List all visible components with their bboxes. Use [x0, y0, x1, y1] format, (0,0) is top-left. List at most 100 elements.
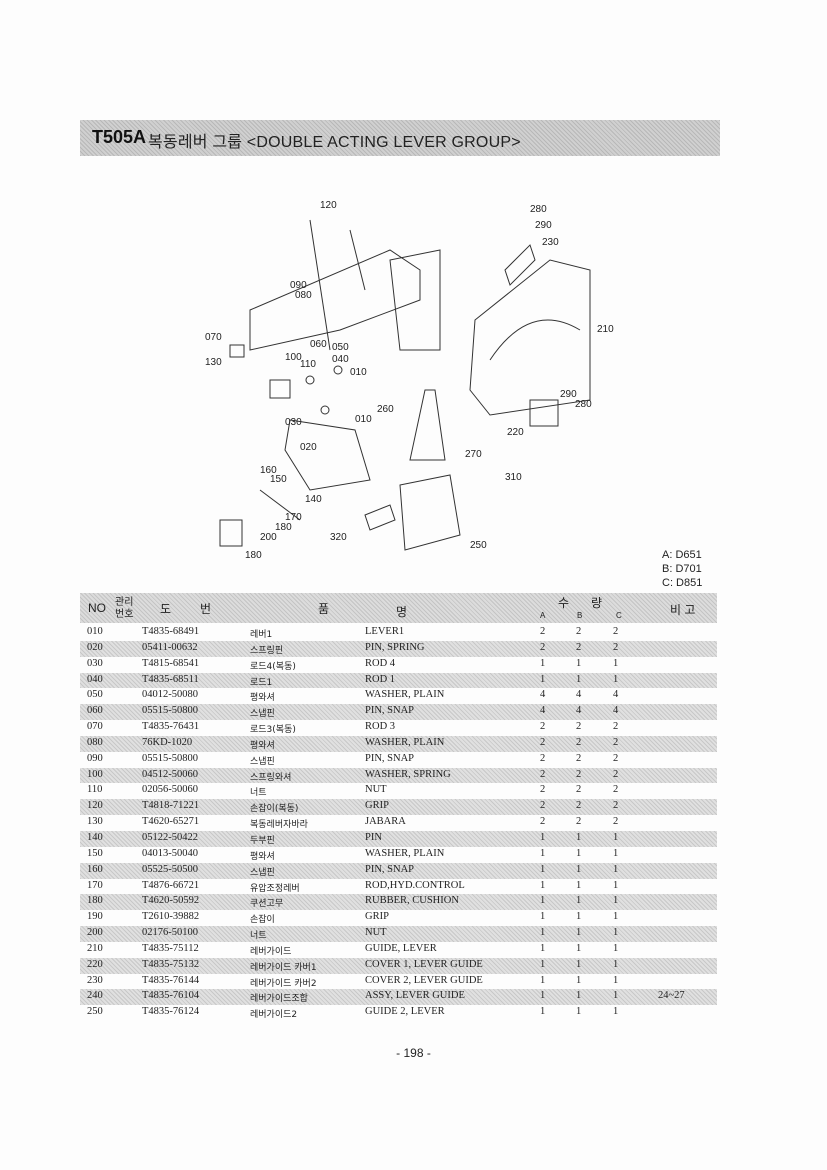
- cell-qty-b: 2: [576, 768, 582, 780]
- cell-name-korean: 레버가이드: [250, 946, 292, 957]
- cell-name-korean: 두부핀: [250, 835, 275, 846]
- header-name-2: 명: [396, 605, 408, 619]
- table-row: 050 04012-50080 평와셔 WASHER, PLAIN 4 4 4: [80, 688, 720, 704]
- cell-no: 150: [87, 847, 103, 859]
- cell-part-number: T4835-68491: [142, 626, 200, 637]
- cell-qty-c: 2: [613, 752, 619, 764]
- parts-table-body: 010 T4835-68491 레버1 LEVER1 2 2 2 020 054…: [80, 625, 720, 1021]
- cell-part-number: 05122-50422: [142, 831, 198, 843]
- cell-name-korean: 스냅핀: [250, 867, 275, 878]
- cell-qty-a: 4: [540, 705, 546, 717]
- cell-no: 140: [87, 831, 103, 843]
- cell-no: 060: [87, 705, 103, 717]
- cell-qty-b: 2: [576, 721, 582, 733]
- cell-qty-b: 1: [576, 879, 582, 891]
- cell-name-english: NUT: [365, 784, 387, 796]
- cell-qty-c: 1: [613, 942, 619, 954]
- cell-part-number: T4818-71221: [142, 800, 200, 812]
- cell-name-korean: 레버1: [250, 630, 273, 640]
- table-row: 080 76KD-1020 평와셔 WASHER, PLAIN 2 2 2: [80, 735, 717, 752]
- svg-text:050: 050: [332, 342, 349, 353]
- table-row: 020 05411-00632 스프링핀 PIN, SPRING 2 2 2: [80, 640, 717, 657]
- cell-name-english: WASHER, PLAIN: [365, 736, 445, 748]
- cell-qty-b: 2: [576, 626, 582, 637]
- cell-qty-a: 2: [540, 626, 546, 637]
- table-row: 070 T4835-76431 로드3(복동) ROD 3 2 2 2: [80, 720, 720, 736]
- svg-text:160: 160: [260, 465, 277, 476]
- table-row: 180 T4620-50592 쿠션고무 RUBBER, CUSHION 1 1…: [80, 894, 717, 911]
- cell-qty-c: 1: [613, 847, 619, 859]
- svg-text:200: 200: [260, 532, 277, 543]
- svg-text:310: 310: [505, 472, 522, 483]
- cell-qty-c: 2: [613, 721, 619, 733]
- parts-table-header: NO 관리 번호 도 번 품 명 수 량 A B C 비 고: [80, 593, 717, 623]
- svg-text:120: 120: [320, 200, 337, 211]
- cell-qty-b: 1: [576, 895, 582, 907]
- group-title: 복동레버 그룹 <DOUBLE ACTING LEVER GROUP>: [148, 134, 521, 151]
- cell-no: 200: [87, 927, 103, 939]
- svg-text:110: 110: [300, 359, 316, 370]
- cell-part-number: 04512-50060: [142, 768, 198, 780]
- cell-name-english: RUBBER, CUSHION: [365, 895, 459, 907]
- cell-part-number: 02176-50100: [142, 927, 198, 939]
- cell-no: 190: [87, 911, 103, 923]
- cell-part-number: T2610-39882: [142, 911, 200, 923]
- table-row: 160 05525-50500 스냅핀 PIN, SNAP 1 1 1: [80, 862, 717, 879]
- cell-name-english: PIN, SNAP: [365, 705, 415, 717]
- cell-qty-c: 4: [613, 689, 619, 701]
- cell-name-korean: 로드1: [250, 677, 273, 688]
- cell-qty-a: 1: [540, 673, 546, 685]
- cell-no: 120: [87, 800, 103, 812]
- cell-qty-b: 4: [576, 705, 582, 717]
- table-row: 220 T4835-75132 레버가이드 카버1 COVER 1, LEVER…: [80, 957, 717, 974]
- svg-text:260: 260: [377, 404, 394, 415]
- table-row: 170 T4876-66721 유압조정레버 ROD,HYD.CONTROL 1…: [80, 879, 720, 895]
- cell-qty-c: 1: [613, 1006, 619, 1018]
- cell-name-english: ROD 1: [365, 673, 396, 685]
- cell-no: 220: [87, 958, 103, 970]
- header-col-a: A: [540, 611, 546, 620]
- cell-qty-c: 2: [613, 800, 619, 812]
- cell-qty-c: 2: [613, 736, 619, 748]
- header-no: NO: [88, 601, 106, 615]
- cell-name-english: PIN, SNAP: [365, 863, 415, 875]
- cell-qty-c: 1: [613, 657, 619, 669]
- cell-qty-b: 2: [576, 752, 582, 764]
- cell-qty-a: 2: [540, 736, 546, 748]
- svg-text:220: 220: [507, 427, 524, 438]
- svg-text:210: 210: [597, 324, 614, 335]
- cell-name-korean: 스프링핀: [250, 645, 284, 656]
- cell-name-korean: 레버가이드조합: [250, 994, 308, 1005]
- cell-no: 040: [87, 673, 103, 685]
- cell-part-number: T4835-75132: [142, 958, 200, 970]
- cell-no: 230: [87, 974, 103, 986]
- cell-qty-b: 2: [576, 641, 582, 653]
- cell-no: 240: [87, 990, 103, 1002]
- cell-qty-b: 1: [576, 974, 582, 986]
- cell-name-english: ROD 3: [365, 721, 396, 733]
- svg-text:150: 150: [270, 474, 287, 485]
- svg-text:010: 010: [350, 367, 367, 378]
- cell-part-number: T4620-50592: [142, 895, 200, 907]
- cell-name-english: PIN, SNAP: [365, 752, 415, 764]
- cell-name-english: NUT: [365, 927, 387, 939]
- cell-no: 250: [87, 1006, 103, 1018]
- table-row: 040 T4835-68511 로드1 ROD 1 1 1 1: [80, 672, 717, 689]
- cell-part-number: T4835-76104: [142, 990, 200, 1002]
- svg-text:020: 020: [300, 442, 317, 453]
- cell-qty-a: 1: [540, 974, 546, 986]
- table-row: 210 T4835-75112 레버가이드 GUIDE, LEVER 1 1 1: [80, 942, 720, 958]
- table-row: 010 T4835-68491 레버1 LEVER1 2 2 2: [80, 625, 720, 641]
- cell-qty-c: 2: [613, 816, 619, 828]
- table-row: 120 T4818-71221 손잡이(복동) GRIP 2 2 2: [80, 799, 717, 816]
- cell-qty-c: 1: [613, 911, 619, 923]
- cell-qty-c: 1: [613, 863, 619, 875]
- cell-name-korean: 로드4(복동): [250, 661, 296, 672]
- header-qty-2: 량: [591, 596, 603, 610]
- cell-qty-a: 1: [540, 958, 546, 970]
- cell-no: 170: [87, 879, 103, 891]
- cell-qty-c: 2: [613, 768, 619, 780]
- table-row: 240 T4835-76104 레버가이드조합 ASSY, LEVER GUID…: [80, 989, 717, 1006]
- cell-no: 160: [87, 863, 103, 875]
